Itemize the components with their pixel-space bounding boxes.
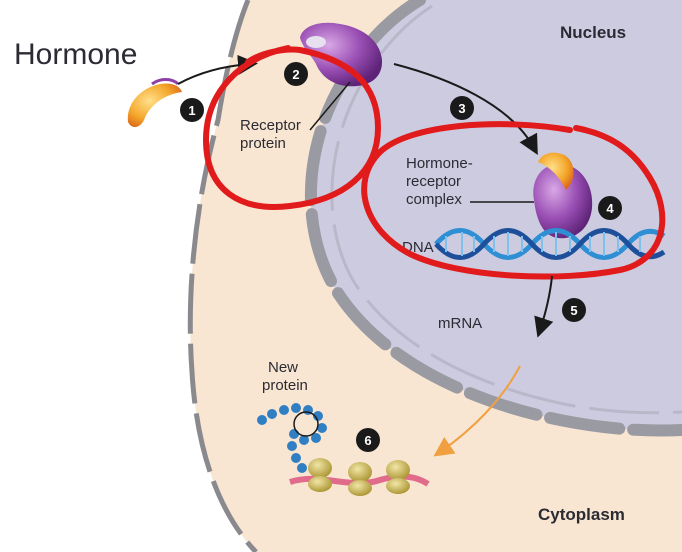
new-protein-label-line2: protein [262,377,308,394]
red-annotation-receptor [202,45,382,210]
hormone-receptor-complex [533,152,593,239]
svg-text:2: 2 [292,67,299,82]
ribosomes [308,458,410,496]
cytoplasm-label: Cytoplasm [538,505,625,524]
step-4-badge: 4 [598,196,622,220]
mrna-label: mRNA [438,315,482,332]
complex-label-line3: complex [406,191,462,208]
receptor-label-line2: protein [240,135,286,152]
hormone-molecule [127,78,182,128]
complex-label-line1: Hormone- [406,155,473,172]
new-protein-label-line1: New [268,359,298,376]
arrow-mrna-to-ribosome [433,365,521,457]
dna-helix [434,228,666,260]
step-1-badge: 1 [180,98,204,122]
receptor-label-line1: Receptor [240,117,301,134]
step-6-badge: 6 [356,428,380,452]
svg-text:6: 6 [364,433,371,448]
svg-text:3: 3 [458,101,465,116]
svg-text:1: 1 [188,103,195,118]
red-annotation-complex [361,121,666,280]
arrow-receptor-to-complex [393,63,538,156]
nucleus-region [310,0,682,431]
svg-text:5: 5 [570,303,577,318]
hormone-title: Hormone [14,38,137,71]
receptor-protein [300,22,382,87]
step-2-badge: 2 [284,62,308,86]
arrow-dna-to-mrna [534,275,554,338]
nucleus-label: Nucleus [560,23,626,42]
receptor-leader-line [309,81,351,131]
step-5-badge: 5 [562,298,586,322]
new-protein-chain [257,403,327,473]
protein-loop [293,411,319,437]
svg-text:4: 4 [606,201,614,216]
complex-label-line2: receptor [406,173,461,190]
step-3-badge: 3 [450,96,474,120]
